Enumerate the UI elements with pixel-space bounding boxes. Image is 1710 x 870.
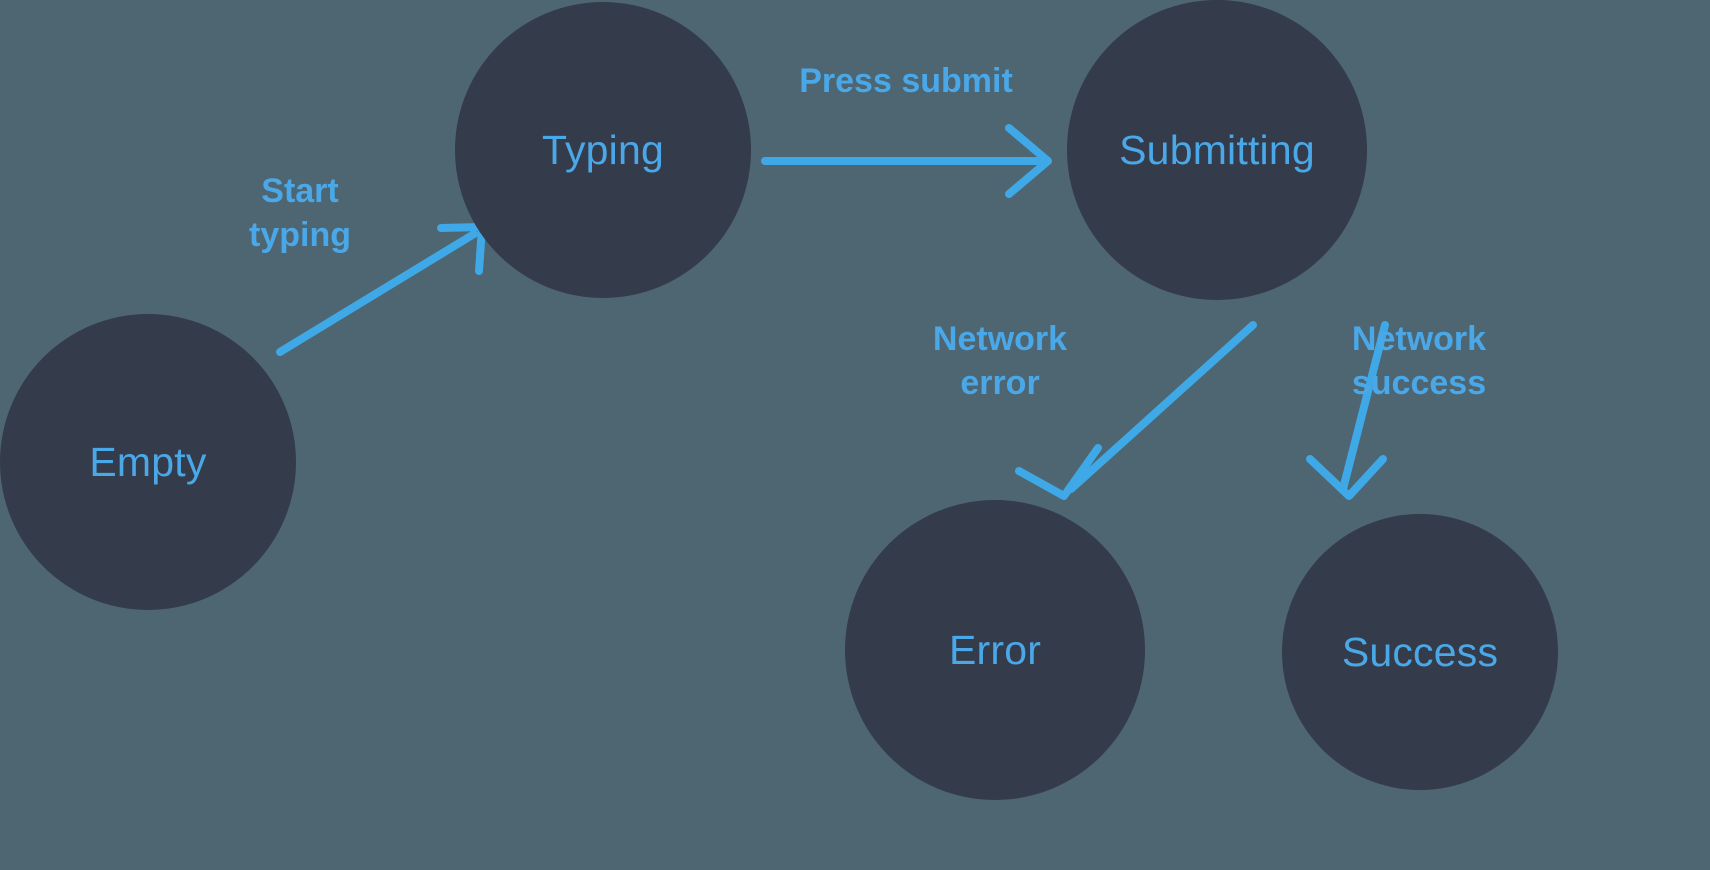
arrowhead-press-submit [1005, 124, 1052, 198]
state-node-typing-label: Typing [542, 126, 664, 173]
edge-network-success [1339, 321, 1389, 493]
edge-label-press-submit: Press submit [799, 62, 1013, 100]
state-node-typing[interactable]: Typing [455, 2, 751, 298]
state-node-submitting-label: Submitting [1119, 126, 1315, 173]
edge-label-start-typing: Start typing [249, 172, 351, 254]
arrowhead-network-error [1015, 444, 1102, 500]
edge-label-network-success: Network success [1351, 320, 1487, 402]
arrowhead-network-success [1306, 455, 1387, 500]
state-node-empty-label: Empty [89, 438, 207, 485]
edge-start-typing [276, 230, 478, 356]
state-node-success-label: Success [1341, 628, 1499, 675]
state-node-success[interactable]: Success [1282, 514, 1558, 790]
state-node-error-label: Error [948, 626, 1042, 673]
state-node-submitting[interactable]: Submitting [1067, 0, 1367, 300]
edge-network-error [1067, 321, 1257, 493]
state-node-empty[interactable]: Empty [0, 314, 296, 610]
state-node-error[interactable]: Error [845, 500, 1145, 800]
edge-label-network-error: Network error [932, 320, 1068, 402]
